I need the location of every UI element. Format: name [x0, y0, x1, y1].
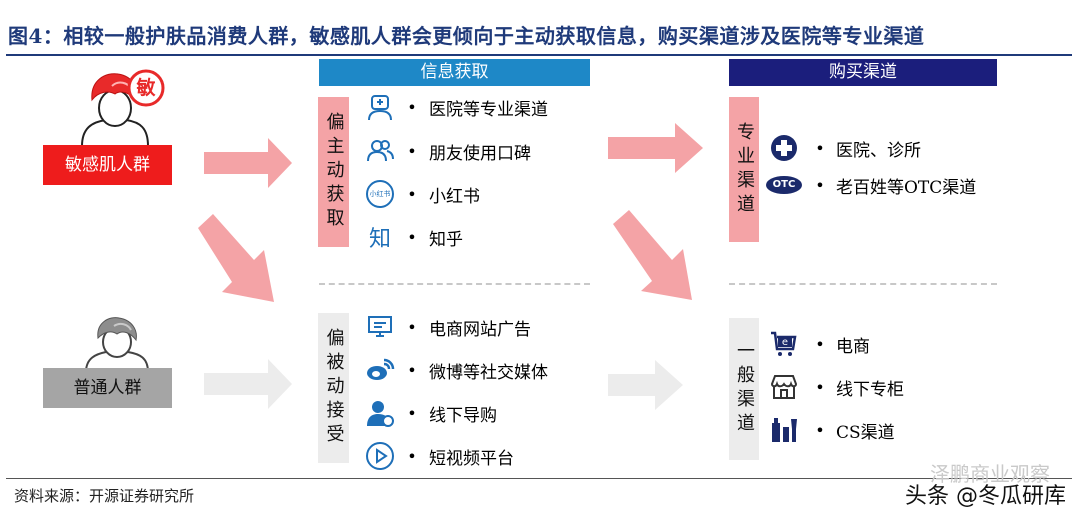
friends-icon: [365, 136, 395, 166]
info-item-label: 微博等社交媒体: [429, 362, 548, 383]
passive-acquisition-label: 偏被动接受: [323, 328, 345, 448]
arrow-sensitive-to-passive: [198, 214, 274, 302]
info-divider: [319, 283, 590, 285]
info-item: 知 • 知乎: [365, 222, 463, 252]
normal-person-icon: [84, 317, 150, 372]
xiaohongshu-badge: 小红书: [369, 190, 391, 198]
source-note: 资料来源：开源证券研究所: [14, 487, 195, 505]
arrow-active-to-professional: [608, 123, 703, 173]
info-item-label: 短视频平台: [429, 448, 514, 469]
buy-item-label: 线下专柜: [836, 379, 904, 400]
general-channel-box: 一般渠道: [729, 318, 759, 460]
buy-item: OTC • 老百姓等OTC渠道: [764, 170, 976, 200]
doctor-icon: [365, 92, 395, 122]
buy-item: e • 电商: [764, 329, 870, 359]
active-acquisition-label: 偏主动获取: [323, 112, 345, 232]
buy-item-label: 医院、诊所: [836, 140, 921, 161]
info-item-label: 电商网站广告: [429, 319, 531, 340]
info-item: • 朋友使用口碑: [365, 136, 531, 166]
web-ad-icon: [365, 312, 395, 342]
zhihu-badge: 知: [368, 227, 391, 252]
zhihu-icon: 知: [365, 222, 395, 252]
info-item-label: 医院等专业渠道: [429, 99, 548, 120]
sensitive-group-label: 敏感肌人群: [43, 145, 172, 185]
professional-channel-label: 专业渠道: [734, 121, 755, 218]
sensitive-badge: 敏: [136, 77, 156, 99]
professional-channel-box: 专业渠道: [729, 97, 759, 242]
normal-group-label: 普通人群: [43, 368, 172, 408]
shopping-guide-icon: [365, 398, 395, 428]
buy-item-label: CS渠道: [836, 422, 895, 443]
arrow-passive-to-general: [608, 360, 683, 410]
store-icon: [764, 372, 804, 402]
faded-watermark: 泽鹏商业观察: [930, 462, 1050, 486]
info-item-label: 知乎: [429, 229, 463, 250]
arrow-sensitive-to-active: [204, 138, 292, 188]
otc-badge: OTC: [772, 179, 796, 190]
sensitive-person-icon: [80, 69, 165, 146]
svg-text:e: e: [782, 337, 788, 348]
info-item-label: 小红书: [429, 186, 480, 207]
active-acquisition-box: 偏主动获取: [318, 97, 349, 247]
medical-cross-icon: [764, 133, 804, 163]
general-channel-label: 一般渠道: [734, 341, 755, 437]
weibo-icon: [365, 355, 395, 385]
otc-icon: OTC: [764, 170, 804, 200]
figure-title: 图4：相较一般护肤品消费人群，敏感肌人群会更倾向于主动获取信息，购买渠道涉及医院…: [8, 24, 925, 48]
footer-divider: [6, 478, 1072, 479]
watermark: 头条 @冬瓜研库: [905, 484, 1066, 509]
buy-item: • 医院、诊所: [764, 133, 921, 163]
arrow-normal-to-passive: [204, 359, 292, 409]
buy-item: • 线下专柜: [764, 372, 904, 402]
arrow-active-to-general: [613, 210, 692, 300]
purchase-channel-header: 购买渠道: [729, 59, 997, 86]
play-icon: [365, 441, 395, 471]
passive-acquisition-box: 偏被动接受: [318, 313, 349, 463]
buy-item-label: 电商: [836, 336, 870, 357]
buy-item: • CS渠道: [764, 415, 895, 445]
info-item: • 电商网站广告: [365, 312, 531, 342]
info-item-label: 线下导购: [429, 405, 497, 426]
cs-icon: [764, 415, 804, 445]
buy-divider: [729, 283, 997, 285]
info-item: • 医院等专业渠道: [365, 92, 548, 122]
xiaohongshu-icon: 小红书: [365, 179, 395, 209]
buy-item-label: 老百姓等OTC渠道: [836, 177, 977, 198]
info-acquisition-header: 信息获取: [319, 59, 590, 86]
info-item-label: 朋友使用口碑: [429, 143, 531, 164]
info-item: • 线下导购: [365, 398, 497, 428]
info-item: 小红书 • 小红书: [365, 179, 480, 209]
info-item: • 短视频平台: [365, 441, 514, 471]
ecommerce-icon: e: [764, 329, 804, 359]
title-divider: [6, 54, 1072, 56]
info-item: • 微博等社交媒体: [365, 355, 548, 385]
